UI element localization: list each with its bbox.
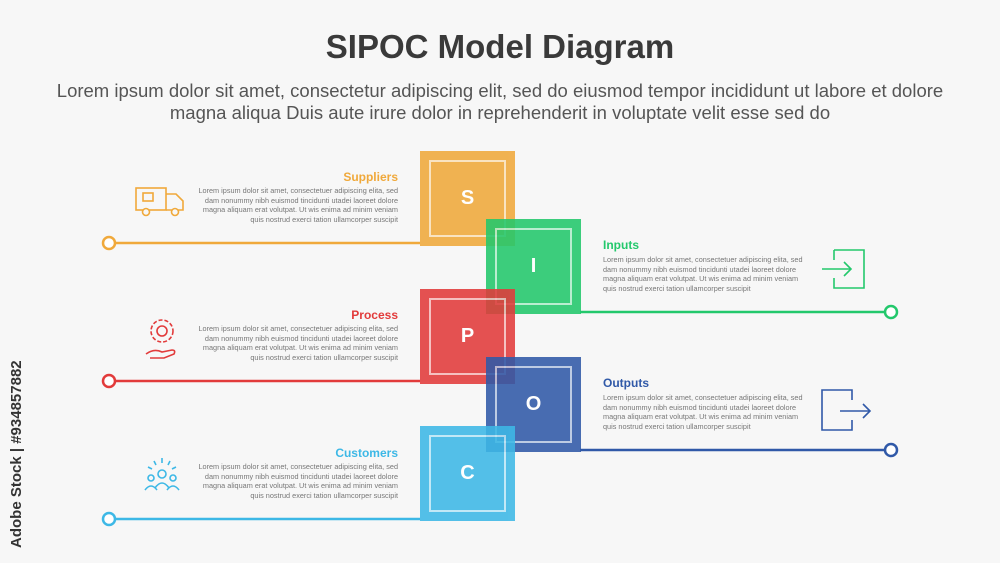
connector-inputs: [580, 304, 899, 320]
connector-outputs: [580, 442, 899, 458]
letter-o: O: [525, 393, 542, 415]
box-customers: C: [420, 426, 515, 521]
page-subtitle: Lorem ipsum dolor sit amet, consectetur …: [56, 80, 944, 123]
desc-outputs: Lorem ipsum dolor sit amet, consectetuer…: [603, 393, 803, 431]
truck-icon: [135, 187, 184, 217]
desc-suppliers: Lorem ipsum dolor sit amet, consectetuer…: [198, 186, 398, 224]
letter-i: I: [530, 255, 537, 277]
page-title: SIPOC Model Diagram: [325, 28, 675, 65]
desc-process: Lorem ipsum dolor sit amet, consectetuer…: [198, 324, 398, 362]
people-group-icon: [144, 458, 180, 491]
box-suppliers: S: [420, 151, 515, 246]
adobe-stock-watermark: Adobe Stock | #934857882: [8, 360, 25, 548]
letter-s: S: [460, 187, 475, 209]
logout-arrow-icon: [821, 389, 872, 431]
label-process: Process: [351, 308, 398, 322]
label-outputs: Outputs: [603, 376, 649, 390]
letter-p: P: [460, 325, 475, 347]
letter-c: C: [460, 462, 475, 484]
label-suppliers: Suppliers: [343, 170, 398, 184]
connector-suppliers: [101, 235, 420, 251]
connector-customers: [101, 511, 420, 527]
label-inputs: Inputs: [603, 238, 639, 252]
login-arrow-icon: [822, 249, 865, 289]
desc-inputs: Lorem ipsum dolor sit amet, consectetuer…: [603, 255, 803, 293]
desc-customers: Lorem ipsum dolor sit amet, consectetuer…: [198, 462, 398, 500]
gear-hand-icon: [145, 319, 176, 359]
connector-process: [101, 373, 420, 389]
label-customers: Customers: [335, 446, 398, 460]
